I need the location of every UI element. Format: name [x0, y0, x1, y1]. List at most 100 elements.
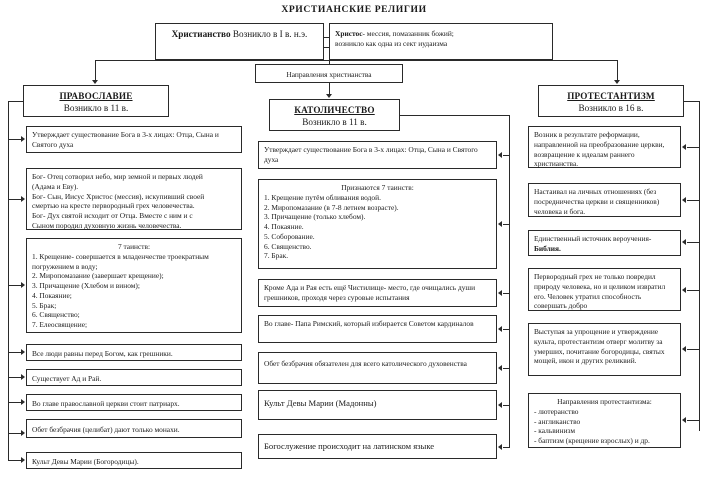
catholicism-origin: Возникло в 11 в. — [302, 117, 367, 128]
protestantism-reformation-text: Возник в результате реформации, направле… — [534, 130, 665, 169]
catholicism-latin-text: Богослужение происходит на латинском язы… — [264, 441, 435, 451]
connector-protestantism-reformation — [687, 147, 700, 148]
connector-protestantism-personal — [687, 200, 700, 201]
catholicism-sacrament-6: 6. Священство. — [264, 241, 312, 251]
catholicism-trinity-text: Утверждает существование Бога в 3-х лица… — [264, 145, 478, 164]
protestantism-origin: Возникло в 16 в. — [578, 103, 644, 114]
orthodoxy-equal-text: Все люди равны перед Богом, как грешники… — [32, 349, 173, 358]
connector-orthodoxy-mary — [8, 460, 22, 461]
arrow-catholicism-madonna — [498, 402, 502, 408]
box-catholicism-madonna[interactable]: Культ Девы Марии (Мадонны) — [258, 390, 497, 420]
connector-protestantism-spine-top — [683, 101, 700, 102]
box-catholicism-header[interactable]: КАТОЛИЧЕСТВО Возникло в 11 в. — [269, 99, 400, 131]
orthodoxy-hellheaven-text: Существует Ад и Рай. — [32, 374, 102, 383]
christos-line1: Христос- мессия, помазанник божий; — [335, 29, 454, 38]
persons-l4: смертью на кресте первородный грех челов… — [32, 201, 195, 211]
catholicism-celibacy-text: Обет безбрачия обязателен для всего като… — [264, 359, 467, 368]
catholicism-sacrament-5: 5. Соборование. — [264, 231, 315, 241]
connector-protestantism-sin — [687, 290, 700, 291]
box-protestantism-bible[interactable]: Единственный источник вероучения- Библия… — [528, 230, 681, 256]
arrow-protestantism-bible — [682, 239, 686, 245]
connector-orthodoxy-persons — [8, 199, 22, 200]
orthodoxy-sacrament-3: 3. Причащение (Хлебом и вином); — [32, 281, 140, 291]
connector-orthodoxy-celibacy — [8, 433, 22, 434]
box-catholicism-pope[interactable]: Во главе- Папа Римский, который избирает… — [258, 315, 497, 343]
arrow-catholicism-latin — [498, 444, 502, 450]
arrow-protestantism-sin — [682, 287, 686, 293]
box-directions[interactable]: Направления христианства — [255, 64, 403, 83]
orthodoxy-sacrament-1: 1. Крещение- совершается в младенчестве … — [32, 251, 209, 261]
persons-l6: Сыном породил духовную жизнь человечеств… — [32, 220, 182, 230]
catholicism-madonna-text: Культ Девы Марии (Мадонны) — [264, 398, 377, 408]
box-catholicism-sacraments[interactable]: Признаются 7 таинств: 1. Крещение путём … — [258, 179, 497, 269]
protestantism-bible-text: Единственный источник вероучения- — [534, 234, 652, 243]
catholicism-sacrament-2: 2. Миропомазание (в 7-8 летнем возрасте)… — [264, 202, 399, 212]
connector-orthodoxy-patriarch — [8, 402, 22, 403]
arrow-orthodoxy-patriarch — [21, 399, 25, 405]
box-protestantism-sin[interactable]: Первородный грех не только повредил прир… — [528, 268, 681, 311]
connector-protestantism-bible — [687, 242, 700, 243]
box-protestantism-directions[interactable]: Направления протестантизма: - лютеранств… — [528, 393, 681, 448]
arrow-orthodoxy-persons — [21, 196, 25, 202]
christos-line2: возникло как одна из сект иудаизма — [335, 38, 448, 48]
box-orthodoxy-patriarch[interactable]: Во главе православной церкви стоит патри… — [26, 394, 242, 411]
arrow-orthodoxy-sacraments — [21, 282, 25, 288]
connector-christianity-right — [324, 37, 330, 38]
arrow-to-catholicism — [326, 94, 332, 98]
catholicism-name: КАТОЛИЧЕСТВО — [294, 105, 375, 115]
connector-christos-left — [324, 47, 330, 48]
page-title: ХРИСТИАНСКИЕ РЕЛИГИИ — [281, 4, 427, 15]
arrow-catholicism-pope — [498, 326, 502, 332]
box-orthodoxy-hell-heaven[interactable]: Существует Ад и Рай. — [26, 369, 242, 386]
connector-catholicism-purgatory — [503, 293, 510, 294]
connector-catholicism-spine — [509, 115, 510, 448]
box-orthodoxy-sacraments[interactable]: 7 таинств: 1. Крещение- совершается в мл… — [26, 238, 242, 333]
box-christianity[interactable]: Христианство Возникло в I в. н.э. — [155, 23, 324, 60]
box-protestantism-personal[interactable]: Настаивал на личных отношениях (без поср… — [528, 183, 681, 217]
box-orthodoxy-persons[interactable]: Бог- Отец сотворил небо, мир земной и пе… — [26, 168, 242, 230]
orthodoxy-sacrament-1b: погружением в воду; — [32, 261, 98, 271]
box-christos[interactable]: Христос- мессия, помазанник божий; возни… — [329, 23, 553, 60]
box-catholicism-trinity[interactable]: Утверждает существование Бога в 3-х лица… — [258, 141, 497, 169]
arrow-protestantism-directions — [682, 417, 686, 423]
box-orthodoxy-equal[interactable]: Все люди равны перед Богом, как грешники… — [26, 344, 242, 361]
connector-orthodoxy-sacraments — [8, 285, 22, 286]
protestantism-direction-4: - баптизм (крещение взрослых) и др. — [534, 436, 650, 446]
orthodoxy-sacrament-5: 5. Брак; — [32, 300, 57, 310]
box-protestantism-reformation[interactable]: Возник в результате реформации, направле… — [528, 126, 681, 168]
box-orthodoxy-mary[interactable]: Культ Девы Марии (Богородицы). — [26, 452, 242, 469]
protestantism-personal-text: Настаивал на личных отношениях (без поср… — [534, 187, 660, 216]
connector-orthodoxy-trinity — [8, 139, 22, 140]
arrow-protestantism-cult — [682, 346, 686, 352]
directions-label: Направления христианства — [286, 70, 372, 79]
arrow-to-protestantism — [614, 80, 620, 84]
box-orthodoxy-trinity[interactable]: Утверждает существование Бога в 3-х лица… — [26, 126, 242, 153]
orthodoxy-origin: Возникло в 11 в. — [63, 103, 129, 114]
orthodoxy-sacraments-heading: 7 таинств: — [117, 242, 151, 251]
protestantism-bible-bold: Библия. — [534, 243, 561, 253]
arrow-catholicism-celibacy — [498, 365, 502, 371]
connector-bar-right-drop — [617, 60, 618, 81]
connector-catholicism-madonna — [503, 405, 510, 406]
christianity-name: Христианство — [171, 29, 231, 39]
catholicism-sacrament-4: 4. Покаяние. — [264, 222, 304, 232]
orthodoxy-sacrament-2: 2. Миропомазание (завершает крещение); — [32, 271, 164, 281]
persons-l1: Бог- Отец сотворил небо, мир земной и пе… — [32, 172, 203, 181]
box-catholicism-latin[interactable]: Богослужение происходит на латинском язы… — [258, 434, 497, 459]
box-catholicism-purgatory[interactable]: Кроме Ада и Рая есть ещё Чистилище- мест… — [258, 279, 497, 307]
box-protestantism-header[interactable]: ПРОТЕСТАНТИЗМ Возникло в 16 в. — [538, 85, 684, 117]
box-orthodoxy-celibacy[interactable]: Обет безбрачия (целибат) дают только мон… — [26, 419, 242, 438]
box-catholicism-celibacy[interactable]: Обет безбрачия обязателен для всего като… — [258, 352, 497, 384]
connector-catholicism-spine-top — [400, 115, 510, 116]
protestantism-direction-2: - англиканство — [534, 416, 581, 426]
box-orthodoxy-header[interactable]: ПРАВОСЛАВИЕ Возникло в 11 в. — [23, 85, 169, 117]
connector-protestantism-directions — [687, 420, 700, 421]
arrow-protestantism-reformation — [682, 144, 686, 150]
persons-l3: Бог- Сын, Иисус Христос (мессия), искупи… — [32, 191, 205, 201]
protestantism-sin-text: Первородный грех не только повредил прир… — [534, 272, 666, 311]
catholicism-pope-text: Во главе- Папа Римский, который избирает… — [264, 319, 474, 328]
arrow-catholicism-purgatory — [498, 290, 502, 296]
christianity-origin: Возникло в I в. н.э. — [232, 29, 308, 39]
box-protestantism-cult[interactable]: Выступая за упрощение и утверждение куль… — [528, 323, 681, 376]
